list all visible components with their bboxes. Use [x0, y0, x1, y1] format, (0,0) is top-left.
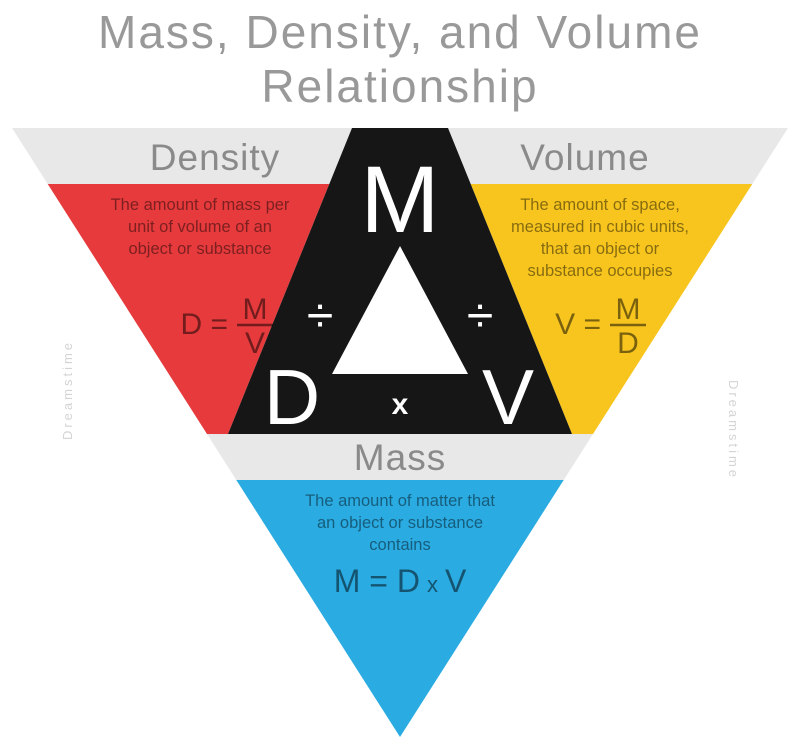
volume-desc-line2: measured in cubic units,: [511, 218, 689, 236]
center-letter-m: M: [360, 147, 439, 253]
mass-formula-suffix: V: [445, 563, 467, 599]
volume-desc-line4: substance occupies: [528, 262, 673, 280]
density-formula-denominator: V: [245, 327, 265, 360]
watermark-right: Dreamstime: [726, 380, 741, 480]
volume-formula-denominator: D: [617, 327, 639, 360]
watermark-left: Dreamstime: [60, 340, 75, 440]
multiply-sign: x: [392, 388, 409, 421]
inner-white-triangle: [332, 246, 468, 374]
density-desc-line1: The amount of mass per: [111, 196, 290, 214]
divide-sign-right: ÷: [467, 290, 493, 343]
mass-desc-line2: an object or substance: [317, 514, 483, 532]
mass-formula-prefix: M = D: [334, 563, 420, 599]
center-letter-v: V: [482, 353, 534, 441]
mass-desc-line3: contains: [369, 536, 430, 554]
density-red-region: [47, 184, 330, 434]
mass-header: Mass: [354, 437, 446, 478]
volume-yellow-region: [470, 184, 753, 434]
density-formula-lhs: D =: [180, 308, 228, 341]
density-header: Density: [150, 137, 280, 178]
volume-formula-numerator: M: [616, 293, 641, 326]
mass-blue-region: [236, 480, 564, 737]
divide-sign-left: ÷: [307, 290, 333, 343]
density-desc-line3: object or substance: [128, 240, 271, 258]
mass-formula-times: x: [427, 572, 438, 597]
volume-header: Volume: [520, 137, 649, 178]
center-letter-d: D: [264, 353, 320, 441]
density-formula-numerator: M: [243, 293, 268, 326]
volume-formula-lhs: V =: [555, 308, 601, 341]
density-desc-line2: unit of volume of an: [128, 218, 272, 236]
mass-gray-band: [207, 434, 593, 480]
diagram-title-line1: Mass, Density, and Volume: [98, 6, 702, 58]
diagram-title-line2: Relationship: [261, 60, 538, 112]
mass-desc-line1: The amount of matter that: [305, 492, 495, 510]
volume-desc-line3: that an object or: [541, 240, 660, 258]
volume-desc-line1: The amount of space,: [520, 196, 680, 214]
